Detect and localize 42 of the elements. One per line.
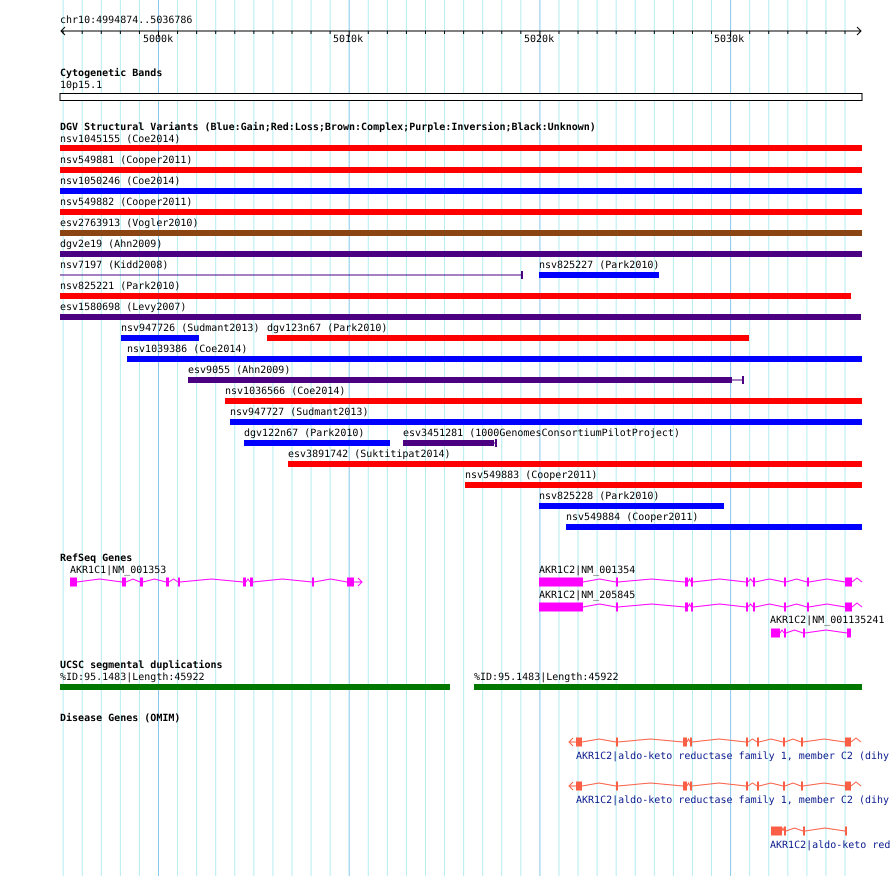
feature-label: 10p15.1 [60, 80, 102, 92]
feature-label: %ID:95.1483|Length:45922 [60, 672, 204, 684]
feature-label: nsv825227 (Park2010) [539, 260, 660, 272]
feature-label: dgv122n67 (Park2010) [244, 428, 364, 440]
feature-label: dgv123n67 (Park2010) [267, 323, 388, 335]
axis-tick-label: 5020k [524, 34, 554, 46]
feature-label: nsv549884 (Cooper2011) [566, 512, 698, 524]
feature-label: AKR1C2|aldo-keto red [770, 840, 890, 852]
track-title: Disease Genes (OMIM) [60, 713, 180, 725]
track-title: DGV Structural Variants (Blue:Gain;Red:Loss;Brown:Complex;Purple:Inversion;Black:Unknown) [60, 122, 596, 134]
feature-label: AKR1C2|aldo-keto reductase family 1, member C2 (dihy [576, 795, 890, 807]
feature-label: nsv549883 (Cooper2011) [465, 470, 598, 482]
feature-label: esv9055 (Ahn2009) [188, 365, 290, 377]
feature-label: esv3451281 (1000GenomesConsortiumPilotProject) [403, 428, 680, 440]
track-title: Cytogenetic Bands [60, 68, 162, 80]
feature-label: AKR1C1|NM_001353 [70, 565, 166, 577]
feature-label: nsv549881 (Cooper2011) [60, 155, 192, 167]
feature-label: nsv825228 (Park2010) [539, 491, 660, 503]
feature-label: esv3891742 (Suktitipat2014) [288, 449, 451, 461]
feature-label: AKR1C2|aldo-keto reductase family 1, member C2 (dihy [576, 751, 890, 763]
feature-label: nsv1045155 (Coe2014) [60, 134, 180, 146]
feature-label: AKR1C2|NM_001135241 [770, 615, 884, 627]
feature-label: AKR1C2|NM_205845 [539, 590, 636, 602]
feature-label: nsv947726 (Sudmant2013) [121, 323, 260, 335]
axis-tick-label: 5010k [333, 34, 364, 46]
feature-label: esv2763913 (Vogler2010) [60, 218, 198, 230]
feature-label: nsv1036566 (Coe2014) [225, 386, 346, 398]
feature-label: nsv947727 (Sudmant2013) [230, 407, 368, 419]
feature-label: nsv7197 (Kidd2008) [60, 260, 168, 272]
feature-label: dgv2e19 (Ahn2009) [60, 239, 162, 251]
feature-label: %ID:95.1483|Length:45922 [474, 672, 618, 684]
feature-label: AKR1C2|NM_001354 [539, 565, 636, 577]
feature-label: nsv1050246 (Coe2014) [60, 176, 180, 188]
track-title: UCSC segmental duplications [60, 660, 223, 672]
coordinate-label: chr10:4994874..5036786 [60, 15, 192, 27]
track-title: RefSeq Genes [60, 553, 132, 565]
feature-label: nsv1039386 (Coe2014) [127, 344, 248, 356]
feature-label: esv1580698 (Levy2007) [60, 302, 186, 314]
feature-label: nsv549882 (Cooper2011) [60, 197, 192, 209]
axis-tick-label: 5000k [143, 34, 174, 46]
axis-tick-label: 5030k [714, 34, 744, 46]
feature-label: nsv825221 (Park2010) [60, 281, 180, 293]
